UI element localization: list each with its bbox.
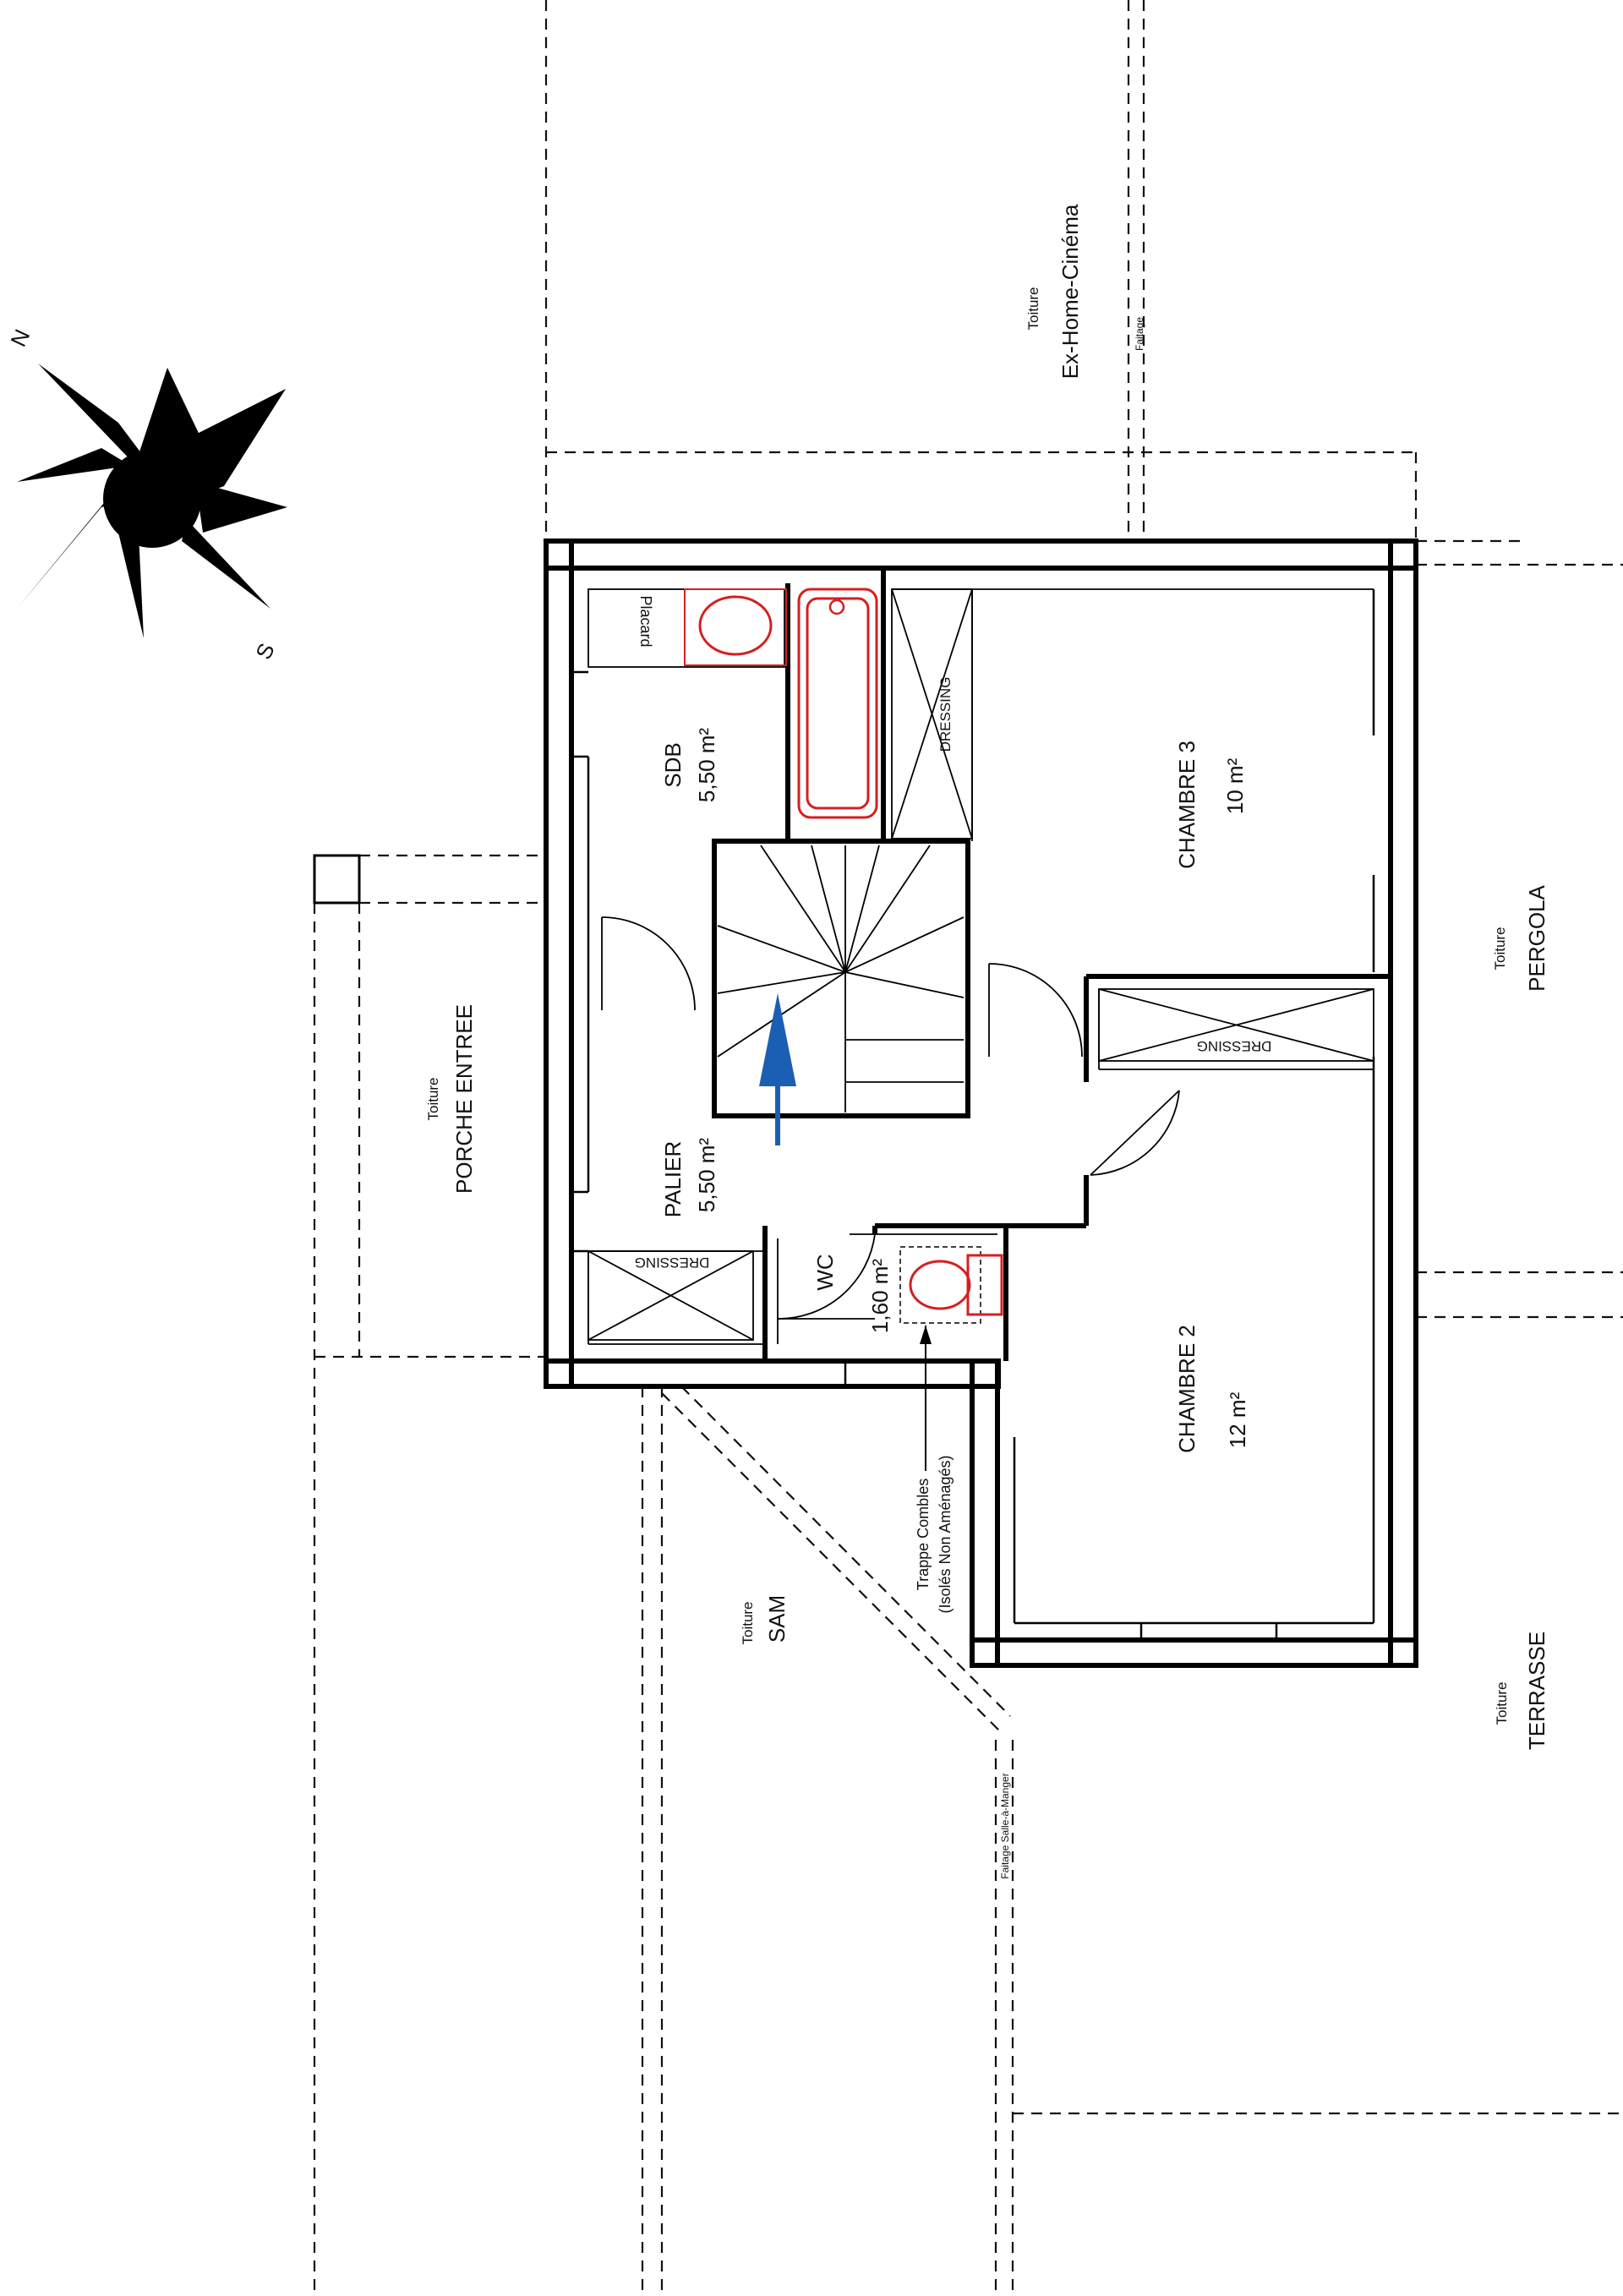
dressing-sdb-label: DRESSING bbox=[937, 677, 954, 752]
interior-walls bbox=[571, 568, 1391, 1361]
dressing-palier-label: DRESSING bbox=[635, 1255, 710, 1271]
doors bbox=[601, 916, 1180, 1320]
porch-post bbox=[313, 854, 361, 905]
compass-rose-icon bbox=[17, 364, 287, 638]
dressing-palier bbox=[587, 1250, 754, 1341]
room-label-sdb: SDB bbox=[660, 742, 686, 787]
room-area-palier: 5,50 m² bbox=[694, 1138, 719, 1212]
room-area-chambre2: 12 m² bbox=[1225, 1391, 1250, 1448]
room-label-chambre3: CHAMBRE 3 bbox=[1174, 741, 1199, 869]
room-area-sdb: 5,50 m² bbox=[694, 728, 719, 802]
room-label-chambre2: CHAMBRE 2 bbox=[1174, 1325, 1199, 1453]
roof-home-cinema-label: Ex-Home-Cinéma bbox=[1057, 204, 1083, 379]
roof-pergola-label: PERGOLA bbox=[1524, 884, 1549, 991]
compass-north-label: N bbox=[5, 325, 35, 351]
roof-sam-small: Toiture bbox=[740, 1601, 756, 1644]
room-area-chambre3: 10 m² bbox=[1222, 757, 1248, 814]
faitage-sam-label: Faitage Salle-à-Manger bbox=[999, 1773, 1011, 1878]
roof-porche-small: Toiture bbox=[425, 1077, 441, 1120]
placard-label: Placard bbox=[637, 595, 654, 647]
trappe-arrow-icon bbox=[920, 1326, 932, 1344]
roof-porche-label: PORCHE ENTREE bbox=[451, 1004, 477, 1194]
trappe-label-line1: Trappe Combles bbox=[915, 1479, 932, 1590]
dressing-chambre3 bbox=[1098, 988, 1374, 1062]
roof-terrasse-small: Toiture bbox=[1494, 1681, 1510, 1725]
roof-pergola-small: Toiture bbox=[1492, 927, 1508, 970]
staircase bbox=[717, 845, 965, 1112]
roof-terrasse-label: TERRASSE bbox=[1524, 1632, 1549, 1750]
roof-sam-label: SAM bbox=[764, 1595, 790, 1643]
faitage-top-label: Faitage bbox=[1134, 317, 1145, 351]
trappe-label-line2: (Isolés Non Aménagés) bbox=[937, 1455, 954, 1613]
room-label-palier: PALIER bbox=[660, 1141, 686, 1218]
dressing-sdb bbox=[891, 588, 973, 839]
sanitary-fixtures bbox=[684, 588, 1003, 1324]
room-label-wc: WC bbox=[812, 1254, 838, 1290]
dressing-chambre3-label: DRESSING bbox=[1197, 1038, 1272, 1054]
stair-up-arrow-icon bbox=[759, 993, 796, 1145]
room-area-wc: 1,60 m² bbox=[867, 1259, 893, 1333]
compass-south-label: S bbox=[250, 639, 280, 663]
roof-home-cinema-small: Toiture bbox=[1025, 287, 1041, 330]
exterior-walls bbox=[544, 538, 1418, 1668]
roof-outlines bbox=[313, 0, 1623, 2296]
